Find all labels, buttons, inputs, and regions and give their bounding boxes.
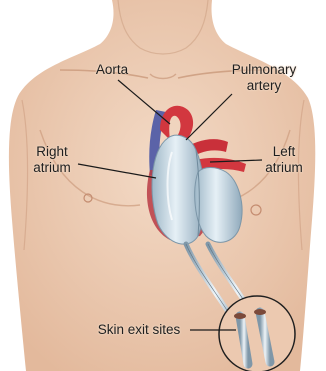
- label-skin-exit-sites: Skin exit sites: [86, 322, 192, 338]
- label-aorta: Aorta: [80, 62, 144, 78]
- label-pulmonary-artery: Pulmonary artery: [218, 62, 310, 94]
- exit-site-circle: [219, 296, 295, 371]
- exit-site-1: [234, 313, 246, 319]
- label-right-atrium: Right atrium: [20, 144, 84, 176]
- exit-site-2: [254, 309, 266, 315]
- label-left-atrium: Left atrium: [254, 144, 314, 176]
